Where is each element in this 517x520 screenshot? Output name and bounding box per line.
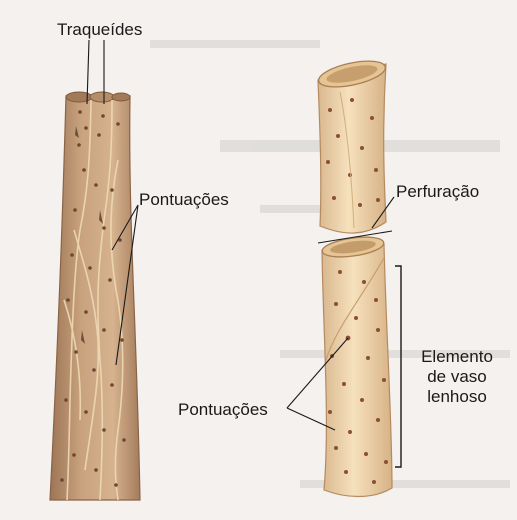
label-traqueides: Traqueídes <box>57 20 143 39</box>
label-perfuracao: Perfuração <box>396 182 480 201</box>
label-pontuacoes-left: Pontuações <box>139 190 229 209</box>
vessel-element-lower <box>321 236 393 498</box>
label-elemento-line2: de vaso <box>427 367 487 386</box>
label-elemento-line1: Elemento <box>421 347 493 366</box>
leader-lines <box>86 39 395 431</box>
label-pontuacoes-bottom: Pontuações <box>178 400 268 419</box>
tracheids-bundle <box>49 91 141 501</box>
vessel-element-upper <box>317 60 387 234</box>
label-elemento-line3: lenhoso <box>427 387 487 406</box>
label-elemento-de-vaso-lenhoso: Elemento de vaso lenhoso <box>412 347 502 407</box>
vessel-bracket <box>395 265 402 468</box>
